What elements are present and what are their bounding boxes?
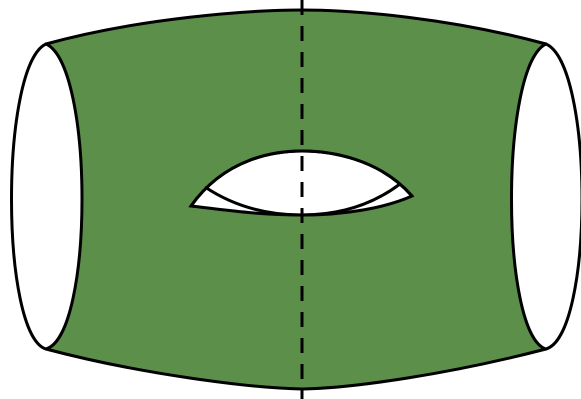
left-boundary-ellipse [12,44,83,349]
right-boundary-ellipse [512,44,581,349]
